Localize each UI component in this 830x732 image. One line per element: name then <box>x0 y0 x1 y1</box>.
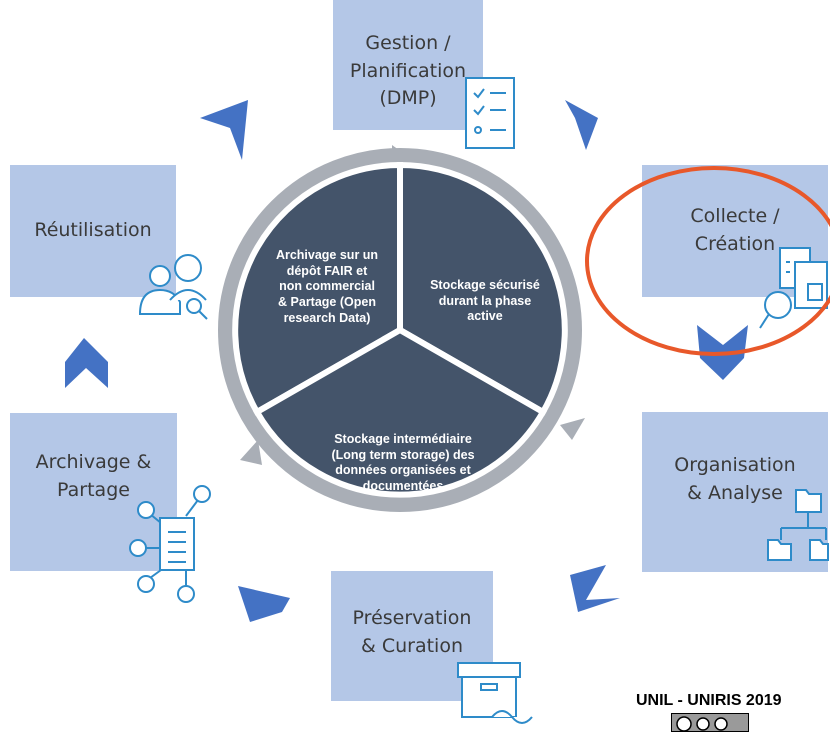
step-preservation-label: Préservation & Curation <box>352 607 472 657</box>
checklist-icon <box>465 77 515 149</box>
arrow-organisation-to-preservation <box>570 565 620 612</box>
research-icon <box>759 247 828 329</box>
center-text-archivage-depot: Archivage sur un dépôt FAIR et non comme… <box>275 248 379 325</box>
step-reutilisation-label: Réutilisation <box>34 219 152 241</box>
center-text-stockage-securise: Stockage sécurisé durant la phase active <box>430 278 540 324</box>
archive-box-icon <box>457 662 533 724</box>
arrow-gestion-to-collecte <box>565 100 598 150</box>
ring-arrowhead-right <box>560 418 585 440</box>
center-text-stockage-intermediaire: Stockage intermédiaire (Long term storag… <box>331 432 475 493</box>
segment-stockage-intermediaire <box>252 326 548 498</box>
credit-text: UNIL - UNIRIS 2019 <box>636 692 782 709</box>
step-organisation-label: Organisation & Analyse <box>674 454 796 504</box>
cc-license-badge <box>676 716 728 732</box>
step-archivage-box: Archivage & Partage <box>10 413 177 571</box>
folder-tree-icon <box>767 489 829 561</box>
arrow-preservation-to-archivage <box>238 586 290 622</box>
step-gestion-box: Gestion / Planification (DMP) <box>333 0 483 130</box>
step-collecte-label: Collecte / Création <box>690 205 780 255</box>
ring-arrowhead-left <box>240 440 262 465</box>
step-preservation-box: Préservation & Curation <box>331 571 493 701</box>
step-gestion-label: Gestion / Planification (DMP) <box>349 32 467 110</box>
highlight-ellipse <box>585 166 830 356</box>
arrow-archivage-to-reutilisation <box>65 338 108 388</box>
arrow-reutilisation-to-gestion <box>200 100 248 160</box>
step-archivage-label: Archivage & Partage <box>35 451 152 501</box>
step-reutilisation-box: Réutilisation <box>10 165 176 297</box>
users-search-icon <box>138 254 208 320</box>
share-network-icon <box>129 485 211 603</box>
